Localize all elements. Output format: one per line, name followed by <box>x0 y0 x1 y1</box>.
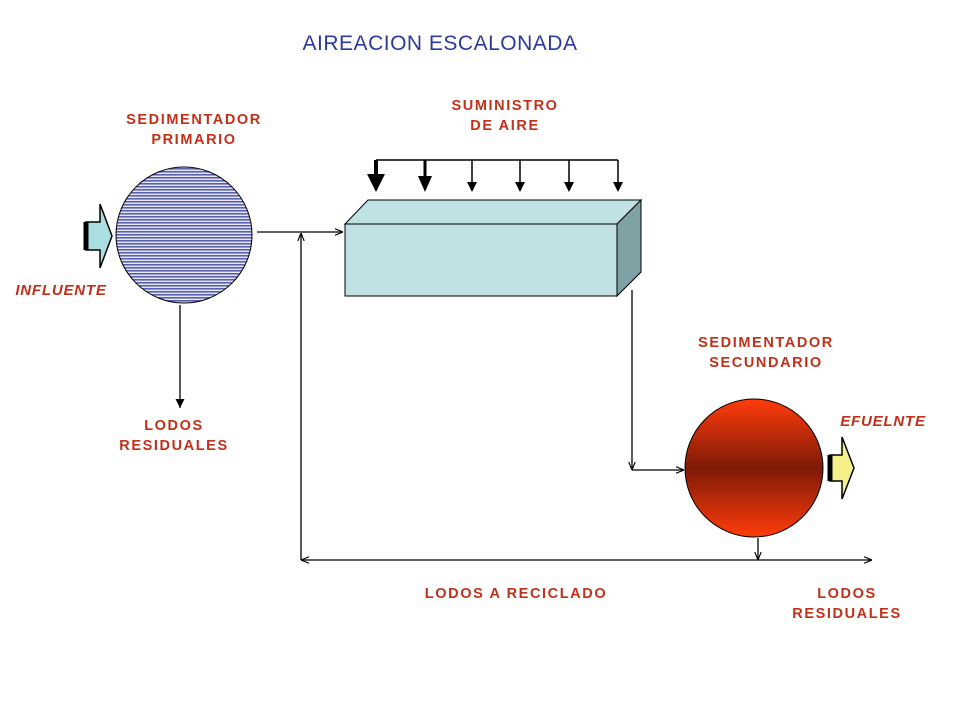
secondary-settler-circle <box>684 398 824 538</box>
influent-arrow-icon <box>83 203 113 269</box>
primary-settler-circle <box>115 166 253 304</box>
effluent-arrow-icon <box>827 436 855 500</box>
secondary-settler-label: SEDIMENTADOR SECUNDARIO <box>698 335 834 371</box>
page-title: AIREACION ESCALONADA <box>302 32 578 55</box>
air-supply-manifold <box>367 159 623 192</box>
waste-sludge-label-left: LODOS RESIDUALES <box>119 418 229 454</box>
primary-settler-label: SEDIMENTADOR PRIMARIO <box>126 112 262 148</box>
influent-label: INFLUENTE <box>15 282 107 299</box>
air-supply-label: SUMINISTRO DE AIRE <box>451 98 559 134</box>
recycled-sludge-label: LODOS A RECICLADO <box>424 586 608 602</box>
effluent-label: EFUELNTE <box>840 413 926 430</box>
aeration-tank <box>343 198 643 298</box>
waste-sludge-label-right: LODOS RESIDUALES <box>792 586 902 622</box>
